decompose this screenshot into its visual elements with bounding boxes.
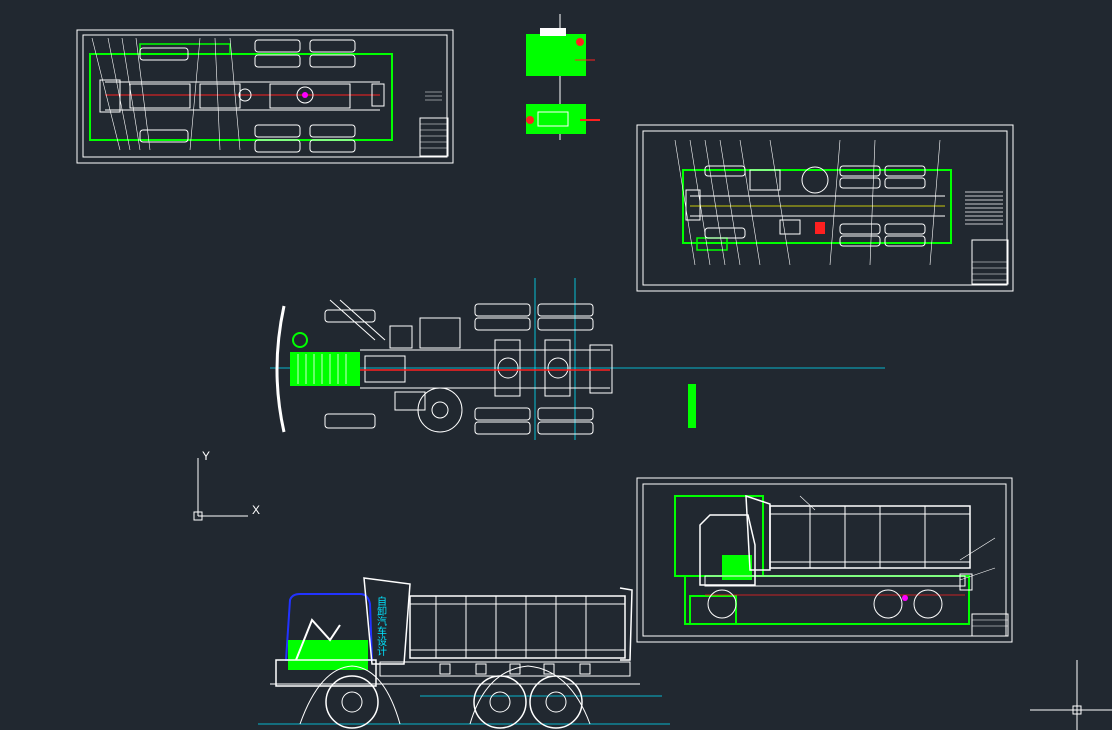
sheet-dump-truck-elevation[interactable] xyxy=(636,477,1013,643)
cab-signage: 自卸汽车设计 xyxy=(375,595,387,657)
engine-mount-views[interactable] xyxy=(526,14,600,140)
sheet-chassis-plan-b[interactable] xyxy=(636,124,1014,292)
ucs-icon: Y X xyxy=(193,449,260,521)
ucs-y-label: Y xyxy=(202,449,210,463)
sheet-chassis-plan-a[interactable] xyxy=(76,29,454,164)
chassis-plan-large[interactable] xyxy=(270,278,885,440)
crosshair-cursor-icon xyxy=(1030,660,1112,730)
ucs-x-label: X xyxy=(252,503,260,517)
dump-truck-side-elevation[interactable]: 自卸汽车设计 xyxy=(258,577,670,729)
